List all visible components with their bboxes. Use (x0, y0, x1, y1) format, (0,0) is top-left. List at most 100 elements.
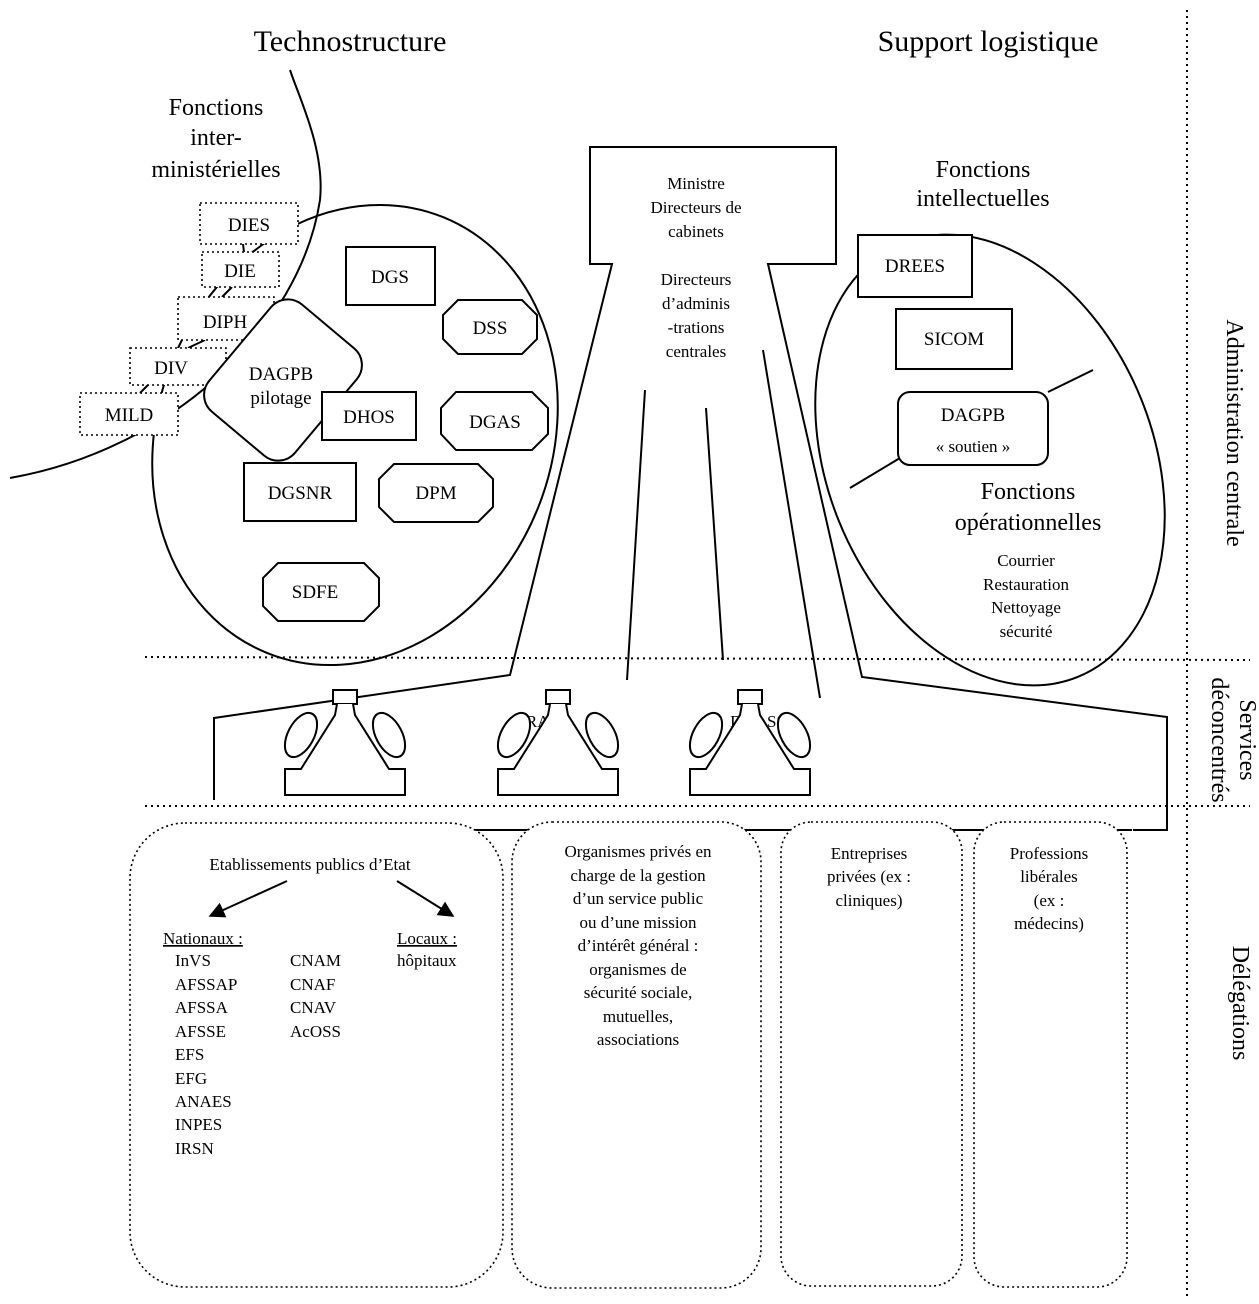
unit-dgs: DGS (345, 246, 436, 306)
svg-text:ministérielles: ministérielles (151, 157, 280, 183)
svg-text:AFSSE: AFSSE (175, 1022, 226, 1041)
office-icon-3 (682, 689, 818, 796)
unit-dagpb-soutien: DAGPB « soutien » (897, 391, 1049, 466)
delegation-private-organisations: Organismes privés en charge de la gestio… (511, 821, 762, 1289)
side-label-central: Administration centrale (1221, 319, 1247, 546)
svg-text:SICOM: SICOM (924, 329, 984, 350)
svg-text:intellectuelles: intellectuelles (916, 186, 1049, 212)
ministry-inner-line-1 (626, 389, 646, 681)
svg-text:sécurité: sécurité (1000, 622, 1053, 641)
svg-text:d’intérêt général :: d’intérêt général : (578, 936, 699, 955)
svg-text:DIES: DIES (228, 215, 270, 236)
svg-text:InVS: InVS (175, 951, 211, 970)
svg-text:Entreprises: Entreprises (831, 844, 907, 863)
svg-text:AcOSS: AcOSS (290, 1022, 341, 1041)
operational-functions-list: Courrier Restauration Nettoyage sécurité (983, 551, 1069, 641)
svg-text:Etablissements publics d’Etat: Etablissements publics d’Etat (209, 855, 410, 874)
svg-text:Courrier: Courrier (997, 551, 1055, 570)
svg-text:d’adminis: d’adminis (662, 294, 730, 313)
svg-text:DHOS: DHOS (343, 407, 395, 428)
svg-text:SDFE: SDFE (292, 582, 338, 603)
unit-drees: DREES (857, 234, 973, 298)
svg-text:EFG: EFG (175, 1069, 207, 1088)
intellectual-functions-title: Fonctions intellectuelles (916, 157, 1049, 212)
svg-text:centrales: centrales (666, 342, 726, 361)
interministerial-boxes: DIES DIE DIPH DIV MILD (79, 202, 299, 436)
svg-text:cliniques): cliniques) (835, 891, 902, 910)
ministry-inner-line-2 (705, 407, 724, 661)
side-label-deconcentrated: Services déconcentrés (1206, 677, 1259, 802)
unit-dgsnr: DGSNR (243, 462, 357, 522)
unit-dpm: DPM (378, 463, 494, 523)
svg-text:privées (ex :: privées (ex : (827, 867, 911, 886)
svg-text:Directeurs de: Directeurs de (650, 198, 741, 217)
national-list-col1: InVS AFSSAP AFSSA AFSSE EFS EFG ANAES IN… (175, 951, 237, 1158)
side-label-delegations: Délégations (1227, 946, 1253, 1061)
office-icon-2 (490, 689, 626, 796)
ministry-inner-line-3 (762, 349, 821, 699)
svg-text:ou d’une mission: ou d’une mission (579, 913, 697, 932)
operational-functions-title: Fonctions opérationnelles (955, 479, 1102, 536)
svg-text:IRSN: IRSN (175, 1139, 214, 1158)
svg-text:Organismes privés en: Organismes privés en (565, 842, 712, 861)
svg-text:Directeurs: Directeurs (661, 270, 732, 289)
svg-text:DGSNR: DGSNR (268, 483, 333, 504)
svg-text:Restauration: Restauration (983, 575, 1069, 594)
separator-central-deconcentrated (144, 656, 1251, 661)
svg-text:CNAM: CNAM (290, 951, 341, 970)
unit-dhos: DHOS (321, 391, 417, 441)
delegation-public-establishments: Etablissements publics d’Etat Nationaux … (129, 822, 504, 1288)
svg-text:DSS: DSS (473, 318, 508, 339)
svg-text:DIV: DIV (154, 358, 188, 379)
svg-text:associations: associations (597, 1030, 679, 1049)
box-diph: DIPH (177, 296, 275, 341)
svg-text:Fonctions: Fonctions (169, 95, 264, 121)
svg-text:DGAS: DGAS (469, 412, 521, 433)
svg-text:cabinets: cabinets (668, 222, 724, 241)
ministry-structure (213, 146, 1168, 831)
svg-text:DPM: DPM (415, 483, 456, 504)
svg-text:AFSSA: AFSSA (175, 998, 229, 1017)
svg-text:DIPH: DIPH (203, 312, 248, 333)
svg-text:Professions: Professions (1010, 844, 1088, 863)
svg-text:Ministre: Ministre (667, 174, 725, 193)
svg-text:DAGPB: DAGPB (941, 405, 1005, 426)
svg-text:« soutien »: « soutien » (936, 437, 1011, 456)
box-die: DIE (201, 251, 280, 288)
svg-text:Locaux :: Locaux : (397, 929, 457, 948)
svg-text:AFSSAP: AFSSAP (175, 975, 237, 994)
svg-text:Fonctions: Fonctions (981, 479, 1076, 505)
svg-text:ANAES: ANAES (175, 1092, 232, 1111)
svg-text:-trations: -trations (668, 318, 725, 337)
svg-text:CNAF: CNAF (290, 975, 335, 994)
svg-text:Fonctions: Fonctions (936, 157, 1031, 183)
svg-text:INPES: INPES (175, 1115, 222, 1134)
svg-text:déconcentrés: déconcentrés (1206, 677, 1232, 802)
interministerial-boundary-arc (9, 69, 322, 479)
svg-text:médecins): médecins) (1014, 914, 1084, 933)
svg-text:DREES: DREES (885, 256, 945, 277)
national-list-col2: CNAM CNAF CNAV AcOSS (290, 951, 341, 1041)
svg-text:mutuelles,: mutuelles, (603, 1007, 673, 1026)
unit-dss: DSS (442, 299, 538, 355)
svg-text:organismes de: organismes de (589, 960, 686, 979)
svg-text:DIE: DIE (224, 261, 256, 282)
svg-text:d’un service public: d’un service public (573, 889, 704, 908)
svg-text:charge de la gestion: charge de la gestion (570, 866, 706, 885)
interministerial-title: Fonctions inter- ministérielles (151, 95, 280, 183)
support-divider-right (1047, 369, 1094, 393)
delegation-private-companies: Entreprises privées (ex : cliniques) (780, 821, 963, 1287)
unit-sdfe: SDFE (262, 562, 380, 622)
svg-text:opérationnelles: opérationnelles (955, 510, 1102, 536)
svg-text:sécurité sociale,: sécurité sociale, (584, 983, 693, 1002)
delegation-liberal-professions: Professions libérales (ex : médecins) (973, 821, 1128, 1288)
ministry-label: Ministre Directeurs de cabinets Directeu… (650, 174, 741, 361)
svg-text:Services: Services (1234, 699, 1259, 780)
svg-text:EFS: EFS (175, 1045, 204, 1064)
svg-text:Nationaux :: Nationaux : (163, 929, 243, 948)
unit-dgas: DGAS (440, 391, 549, 451)
svg-text:DGS: DGS (371, 267, 409, 288)
svg-text:inter-: inter- (190, 125, 242, 151)
svg-text:MILD: MILD (105, 405, 154, 426)
